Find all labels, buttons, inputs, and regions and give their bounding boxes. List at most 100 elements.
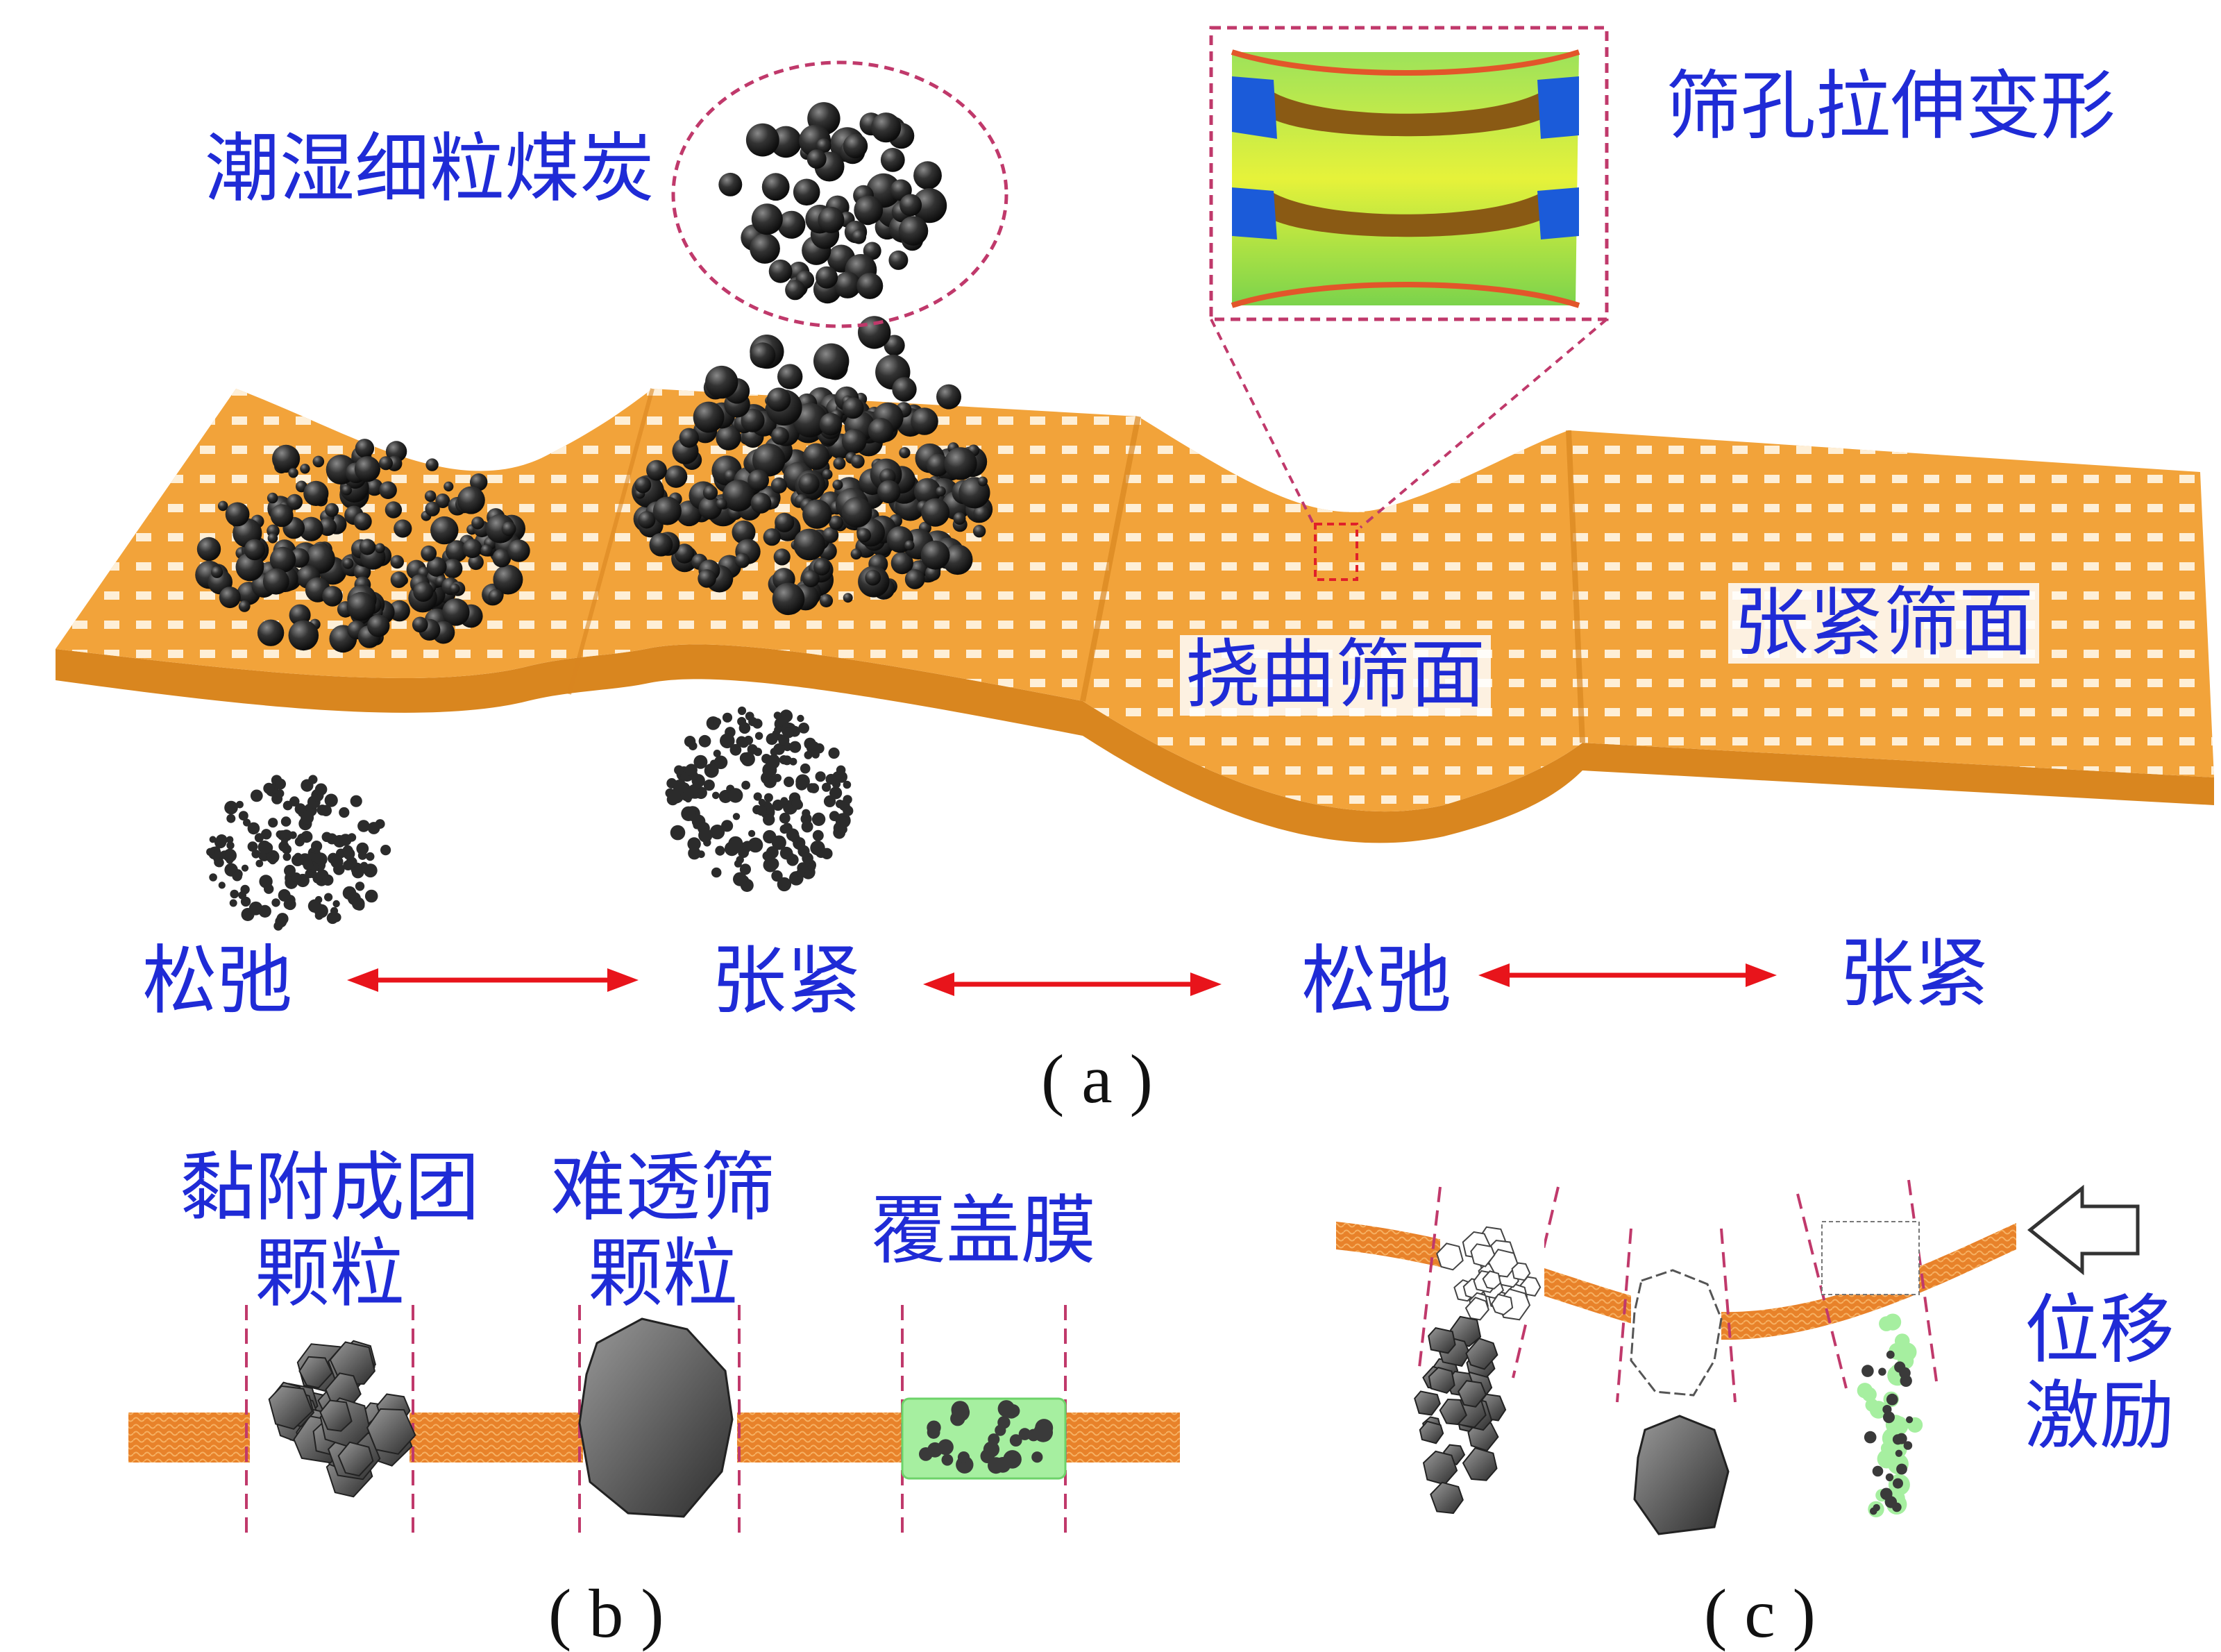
coal-particle (868, 418, 894, 444)
coal-particle (716, 425, 741, 450)
coal-particle (698, 569, 716, 588)
falling-coal-particle (363, 863, 378, 878)
coal-particle (507, 539, 530, 562)
falling-coal-particle (269, 856, 277, 865)
falling-coal-particle (303, 860, 314, 870)
coal-particle (977, 476, 988, 487)
falling-coal-particle (733, 872, 748, 886)
falling-coal-particle (789, 757, 797, 766)
falling-coal-particle (815, 771, 826, 782)
coal-particle (850, 548, 862, 560)
coal-particle (412, 616, 428, 633)
falling-coal-particle (250, 789, 263, 802)
coal-particle (944, 447, 977, 480)
coal-particle (430, 516, 459, 545)
falling-coal-particle (354, 900, 365, 911)
falling-coal-particle (766, 733, 778, 745)
falling-film-particle (1869, 1401, 1888, 1419)
falling-coal-particle (698, 828, 713, 843)
falling-coal-particle (722, 712, 733, 723)
magnified-coal-particle (816, 266, 838, 289)
falling-coal-particle (713, 718, 722, 726)
falling-film-particle (1895, 1433, 1907, 1444)
falling-coal-particle (728, 836, 743, 851)
falling-coal-particle (294, 836, 305, 847)
falling-coal-particle (728, 788, 743, 803)
coal-particle (270, 504, 294, 528)
falling-coal-particle (771, 835, 786, 850)
falling-coal-particle (324, 793, 338, 807)
coal-particle (488, 589, 503, 604)
coal-particle (346, 591, 376, 621)
falling-coal-particle (674, 765, 684, 775)
falling-agglomerate-particle (1439, 1398, 1467, 1426)
falling-coal-particle (339, 807, 350, 818)
falling-film-particle (1882, 1445, 1901, 1464)
falling-coal-particle (330, 907, 339, 915)
rock-outline (1630, 1269, 1723, 1397)
falling-coal-particle (238, 891, 246, 900)
falling-coal-particle (742, 841, 753, 851)
falling-coal-particle (711, 867, 722, 878)
coal-particle (664, 465, 688, 488)
falling-agglomerate-particle (1467, 1421, 1499, 1452)
falling-coal-particle (282, 844, 292, 854)
falling-coal-particle (828, 747, 840, 759)
coal-particle (394, 519, 412, 538)
falling-coal-particle (736, 736, 748, 748)
film-embedded-particle (941, 1453, 954, 1466)
magnified-coal-particle (843, 133, 868, 159)
coal-particle (833, 457, 846, 470)
falling-coal-particle (773, 711, 782, 720)
falling-film-particle (1885, 1473, 1894, 1481)
falling-film-particle (1882, 1405, 1892, 1415)
falling-coal-particle (797, 714, 804, 723)
falling-coal-particle (779, 755, 788, 765)
falling-coal-particle (356, 842, 369, 855)
coal-particle (471, 516, 484, 530)
magnified-coal-particle (888, 250, 909, 270)
falling-film-particle (1878, 1367, 1886, 1376)
falling-coal-particle (756, 805, 767, 816)
coal-particle (741, 408, 765, 432)
coal-particle (359, 539, 376, 555)
falling-coal-particle (748, 717, 758, 727)
falling-agglomerate-particle (1428, 1366, 1455, 1394)
agglomerate-outline-particle (1482, 1270, 1502, 1290)
fem-aperture-model (1231, 49, 1580, 308)
coal-particle (832, 480, 843, 490)
coal-particle (752, 444, 786, 477)
coal-particle (462, 539, 482, 558)
coal-particle (913, 478, 941, 505)
film-outline-particle (1882, 1261, 1890, 1270)
magnified-coal-particle (851, 229, 867, 244)
film-embedded-particle (957, 1451, 970, 1464)
falling-film-particle (1906, 1416, 1914, 1424)
film-outline-particle (1890, 1246, 1895, 1251)
coal-particle (238, 600, 251, 612)
coal-particle (723, 480, 754, 512)
falling-coal-particle (748, 837, 763, 853)
film-outline-particle (1847, 1245, 1855, 1252)
coal-particle (649, 532, 673, 557)
film-outline-particle (1889, 1229, 1897, 1238)
film-outline-particle (1830, 1267, 1839, 1275)
falling-coal-particle (241, 908, 255, 921)
coal-particle (353, 512, 372, 531)
falling-film-particle (1894, 1361, 1906, 1373)
falling-agglomerate-particles (1414, 1315, 1507, 1515)
magnified-coal-particle (834, 271, 861, 298)
falling-coal-particle (829, 786, 843, 800)
falling-coal-particle (748, 829, 756, 837)
coal-particle (298, 516, 323, 541)
coal-particle (802, 443, 830, 470)
tensioned-screen-label: 张紧筛面 (1728, 583, 2040, 664)
film-outline-particle (1874, 1280, 1881, 1287)
film-outline-particle (1862, 1224, 1870, 1232)
coal-particle (272, 444, 301, 473)
displacement-excitation-line1: 位移 (2024, 1287, 2174, 1374)
falling-film-particle (1872, 1465, 1884, 1477)
coal-particle (485, 514, 515, 543)
falling-coal-particle (255, 859, 264, 868)
falling-coal-particle (275, 778, 286, 790)
